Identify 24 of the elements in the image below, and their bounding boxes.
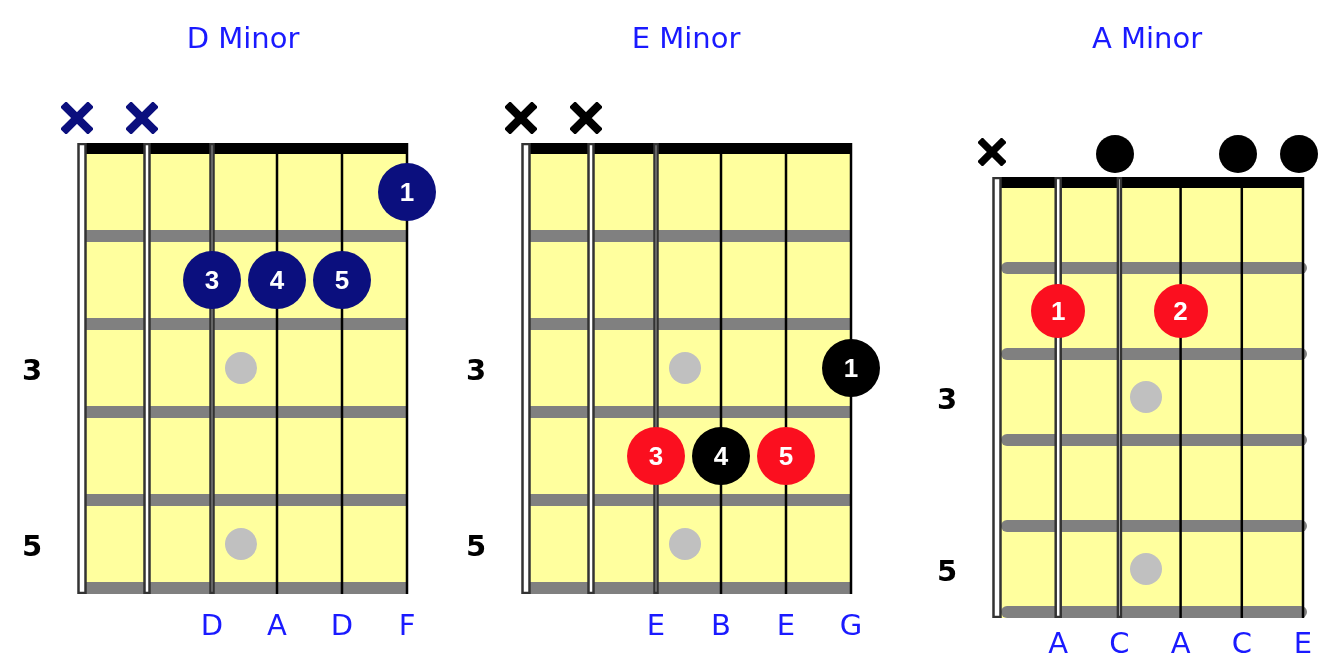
string-note-label: G <box>839 610 863 640</box>
finger-dot: 1 <box>822 339 880 397</box>
string-note-label: F <box>398 610 416 640</box>
string-note-label: A <box>267 610 287 640</box>
fret-number: 5 <box>936 556 958 586</box>
chord-title: E Minor <box>631 23 741 53</box>
finger-dot: 1 <box>378 163 436 221</box>
chord-title: D Minor <box>186 23 300 53</box>
string-note-label: C <box>1109 628 1130 658</box>
string-note-label: B <box>711 610 731 640</box>
string-note-label: A <box>1048 628 1069 658</box>
string-note-label: D <box>200 610 224 640</box>
string-note-label: C <box>1231 628 1252 658</box>
chord-title: A Minor <box>1091 23 1203 53</box>
string-note-label: D <box>330 610 354 640</box>
string-note-label: A <box>1170 628 1191 658</box>
string-note-label: E <box>1293 628 1313 658</box>
string-note-label: E <box>776 610 796 640</box>
fret-number: 3 <box>21 355 43 385</box>
fret-number: 5 <box>465 531 487 561</box>
fret-number: 3 <box>936 384 958 414</box>
fret-number: 3 <box>465 355 487 385</box>
string-note-label: E <box>646 610 666 640</box>
fret-number: 5 <box>21 531 43 561</box>
